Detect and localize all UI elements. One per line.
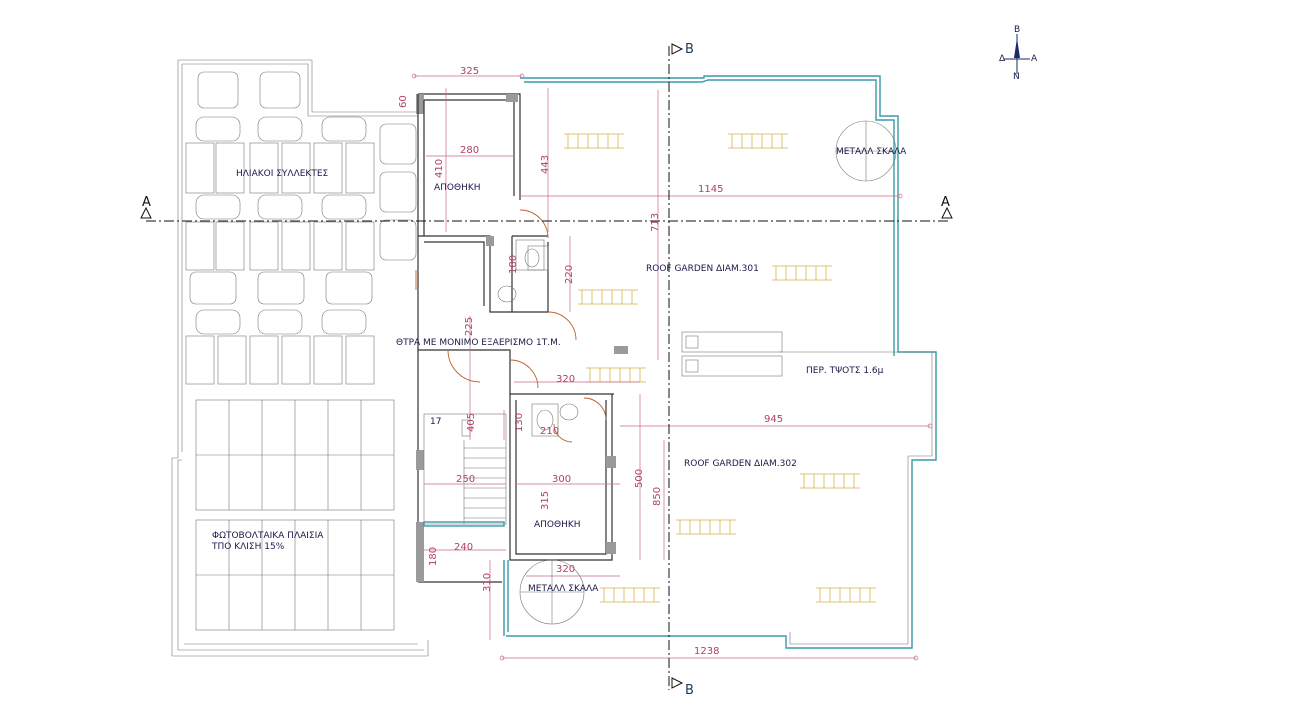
section-b-bottom-marker [671,677,684,689]
dim-310: 310 [482,573,493,592]
dim-280: 280 [460,145,479,156]
compass-west: Δ [999,54,1006,64]
solar-terrace [171,59,429,657]
dim-225: 225 [464,317,475,336]
dim-60: 60 [398,95,409,108]
dim-315: 315 [540,491,551,510]
plan-labels: ΗΛΙΑΚΟΙ ΣΥΛΛΕΚΤΕΣ ΦΩΤΟΒΟΛΤΑΙΚΑ ΠΛΑΙΣΙΑ Τ… [142,42,950,698]
dim-410: 410 [434,159,445,178]
dim-130: 130 [514,413,525,432]
storage-top-label: ΑΠΟΘΗΚΗ [434,183,481,193]
storage-bottom-label: ΑΠΟΘΗΚΗ [534,520,581,530]
solar-collectors-label: ΗΛΙΑΚΟΙ ΣΥΛΛΕΚΤΕΣ [236,169,329,179]
compass-north: B [1014,25,1020,35]
dim-325: 325 [460,66,479,77]
metal-stair-bottom-label: ΜΕΤΑΛΛ ΣΚΑΛΑ [528,584,599,594]
dim-300: 300 [552,474,571,485]
dim-240: 240 [454,542,473,553]
collector-tank-row-1 [195,116,367,142]
metal-stairs [519,120,897,625]
dim-180b: 180 [428,547,439,566]
dim-320a: 320 [556,374,575,385]
dim-443: 443 [540,155,551,174]
dimension-lines [411,73,933,661]
dim-210: 210 [540,426,559,437]
north-arrow-icon [1014,38,1020,58]
planting-marks [564,133,876,603]
dim-1145: 1145 [698,184,723,195]
dim-250: 250 [456,474,475,485]
pv-panels [195,399,395,631]
collector-tank-row-2 [195,194,367,220]
section-a-left-label: A [142,195,151,210]
dim-405: 405 [466,413,477,432]
dim-945: 945 [764,414,783,425]
dim-713: 713 [650,213,661,232]
pv-panels-label-1: ΦΩΤΟΒΟΛΤΑΙΚΑ ΠΛΑΙΣΙΑ [212,531,324,541]
pergola-bars [681,331,783,377]
section-a-right-label: A [941,195,950,210]
collector-panels-row-2 [185,221,375,271]
dimension-texts: 325 60 280 410 443 713 1145 180 220 225 … [398,66,783,657]
section-b-bottom-label: B [685,683,694,698]
roof-garden-302-label: ROOF GARDEN ΔΙΑΜ.302 [684,459,797,469]
section-a-right-marker [941,206,953,219]
collector-units-top [197,71,417,261]
section-b-top-marker [671,43,684,55]
door-swings [415,209,607,443]
pergola-height-label: ΠΕΡ. ΤΨΟΤΣ 1.6μ [806,366,884,376]
door-ventilation-label: ΘΤΡΑ ΜΕ ΜΟΝΙΜΟ ΕΞΑΕΡΙΣΜΟ 1Τ.Μ. [396,338,561,348]
dim-180: 180 [508,255,519,274]
dim-1238: 1238 [694,646,719,657]
section-a-left-marker [140,206,152,219]
staircase [423,413,507,527]
section-axes [140,43,953,690]
collector-panels-row-1 [185,142,375,194]
stair-count-label: 17 [430,417,441,427]
collector-panels-row-3 [185,335,375,385]
roof-garden-301-label: ROOF GARDEN ΔΙΑΜ.301 [646,264,759,274]
collector-units-row-3 [189,271,373,335]
dim-500: 500 [634,469,645,488]
wc-fixtures [497,239,579,437]
dim-850: 850 [652,487,663,506]
pv-panels-label-2: ΤΠΟ ΚΛΙΣΗ 15% [211,542,285,552]
dim-220: 220 [564,265,575,284]
section-b-top-label: B [685,42,694,57]
dim-320b: 320 [556,564,575,575]
compass-east: A [1031,54,1038,64]
compass-south: N [1013,72,1020,82]
solar-collectors [185,71,417,385]
core-walls [416,93,628,583]
roof-parapet [503,75,937,649]
metal-stair-top-label: ΜΕΤΑΛΛ ΣΚΑΛΑ [836,147,907,157]
north-compass: B Δ A N [999,25,1038,82]
